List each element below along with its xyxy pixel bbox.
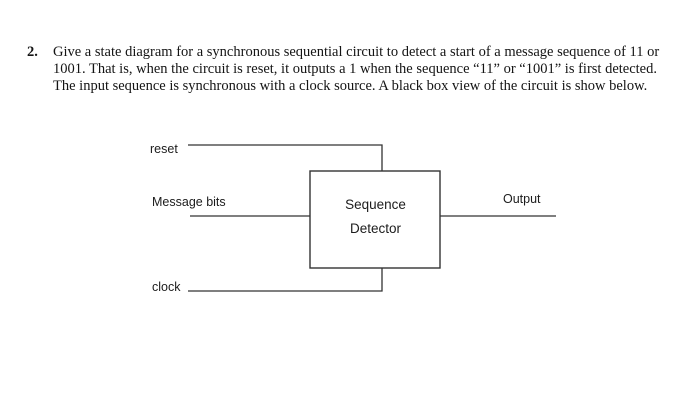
clock-wire — [188, 268, 383, 292]
message-bits-label: Message bits — [152, 195, 226, 209]
question-number: 2. — [27, 44, 38, 60]
question-block: 2. Give a state diagram for a synchronou… — [27, 44, 667, 95]
clock-label: clock — [152, 280, 181, 294]
box-text-line-1: Sequence — [345, 197, 406, 212]
reset-wire — [188, 144, 383, 171]
reset-label: reset — [150, 142, 178, 156]
question-text: Give a state diagram for a synchronous s… — [53, 44, 660, 94]
box-text-line-2: Detector — [349, 221, 402, 236]
sequence-detector-box — [309, 170, 441, 269]
question-row: 2. Give a state diagram for a synchronou… — [27, 44, 667, 95]
sequence-detector-box-text: Sequence Detector — [310, 193, 441, 241]
output-label: Output — [503, 192, 541, 206]
